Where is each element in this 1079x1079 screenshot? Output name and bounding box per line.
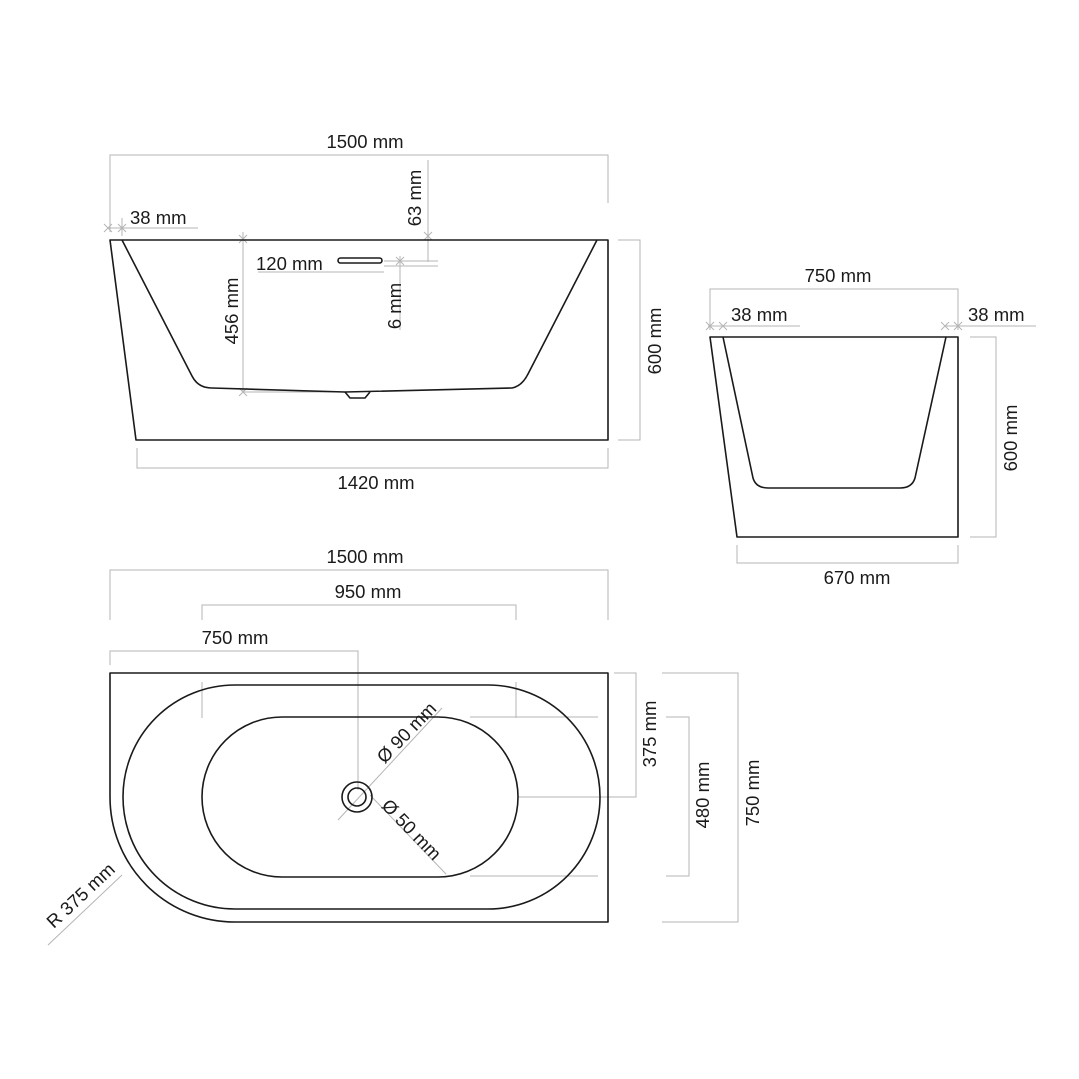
end-rim-left-label: 38 mm xyxy=(731,304,788,325)
side-overflow-height-label: 6 mm xyxy=(384,283,405,329)
drain-inner-ring xyxy=(347,787,367,807)
side-overflow-width-label: 120 mm xyxy=(256,253,323,274)
top-basin-length-label: 950 mm xyxy=(335,581,402,602)
side-view-outer-outline xyxy=(109,239,609,441)
end-view-outer-outline xyxy=(709,336,959,538)
top-radius-label: R 375 mm xyxy=(42,858,119,932)
end-view-inner-basin xyxy=(722,336,947,489)
top-width-label: 750 mm xyxy=(742,760,763,827)
side-length-bottom-label: 1420 mm xyxy=(337,472,414,493)
top-half-width-label: 375 mm xyxy=(639,701,660,768)
end-width-bottom-label: 670 mm xyxy=(824,567,891,588)
top-view-basin xyxy=(201,716,519,878)
side-view-drain xyxy=(344,391,371,399)
top-view-rim-inner xyxy=(122,684,601,910)
top-basin-width-label: 480 mm xyxy=(692,762,713,829)
drain-outer-ring xyxy=(341,781,373,813)
side-view-overflow xyxy=(337,257,383,264)
dimension-labels: 1500 mm 38 mm 63 mm 120 mm 6 mm 456 mm 6… xyxy=(42,131,1024,932)
side-overflow-offset-label: 63 mm xyxy=(404,170,425,227)
top-length-label: 1500 mm xyxy=(326,546,403,567)
end-view-dimension-lines xyxy=(705,288,1036,564)
side-height-label: 600 mm xyxy=(644,308,665,375)
top-view-outer-outline xyxy=(109,672,609,923)
end-view xyxy=(705,288,1036,564)
side-view-dimension-lines xyxy=(103,154,641,469)
top-view xyxy=(47,569,739,946)
top-drain-offset-label: 750 mm xyxy=(202,627,269,648)
top-overflow-diameter-label: Ø 90 mm xyxy=(372,698,440,767)
side-length-top-label: 1500 mm xyxy=(326,131,403,152)
side-view xyxy=(103,154,641,469)
top-view-dimension-lines xyxy=(47,569,739,946)
side-inner-depth-label: 456 mm xyxy=(221,278,242,345)
side-rim-label: 38 mm xyxy=(130,207,187,228)
end-rim-right-label: 38 mm xyxy=(968,304,1025,325)
end-height-label: 600 mm xyxy=(1000,405,1021,472)
end-width-top-label: 750 mm xyxy=(805,265,872,286)
top-drain-diameter-label: Ø 50 mm xyxy=(378,795,446,864)
